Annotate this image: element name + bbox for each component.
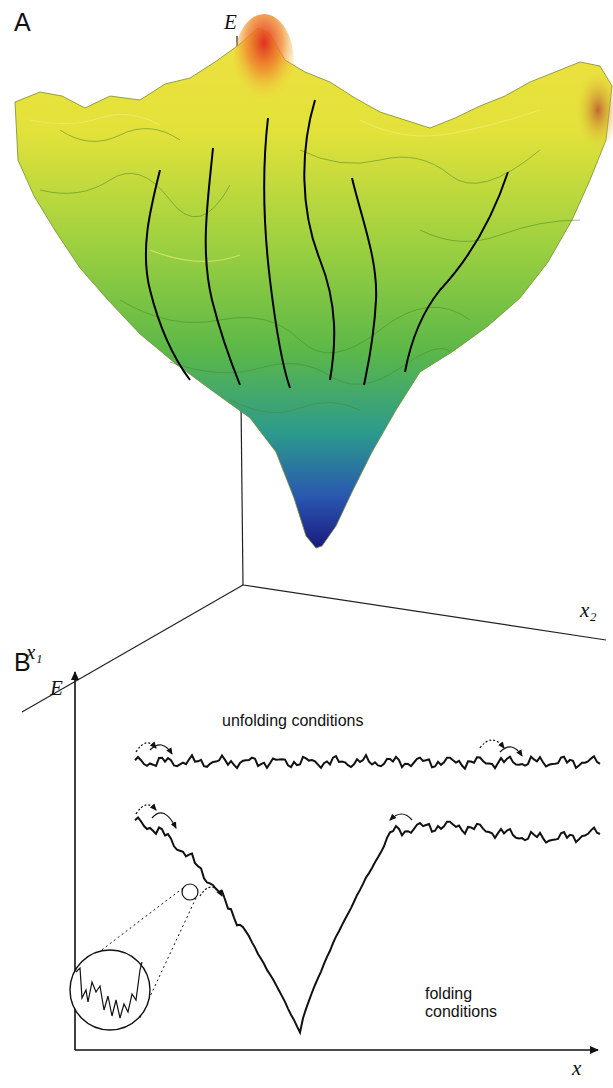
energy-curves <box>135 755 600 1032</box>
axis-label: E <box>50 676 63 700</box>
axis-label: x₂ <box>580 598 597 622</box>
panel-letter: B <box>14 648 31 677</box>
panel-letter: A <box>14 8 31 37</box>
condition-label: folding conditions <box>425 985 505 1022</box>
energy-curve <box>135 817 600 1032</box>
energy-curve <box>135 755 600 769</box>
zoom-inset <box>70 884 198 1030</box>
axis-label: x <box>572 1056 581 1080</box>
funnel-surface <box>15 14 613 548</box>
axes-2d <box>75 672 598 1050</box>
axis-label: E <box>224 10 237 34</box>
condition-label: unfolding conditions <box>222 712 363 730</box>
transition-arrows <box>136 740 522 896</box>
